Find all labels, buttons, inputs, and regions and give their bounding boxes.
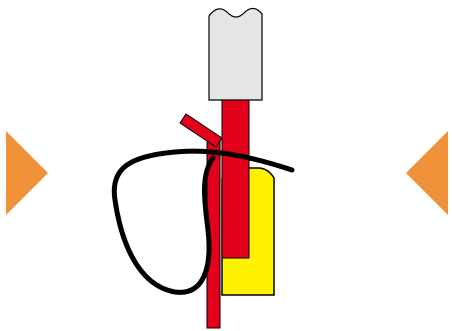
triangle-right-icon xyxy=(406,131,448,215)
red-angled-branch xyxy=(179,113,223,148)
wire-loop xyxy=(111,148,295,295)
triangle-left-icon xyxy=(6,131,48,215)
next-arrow-button[interactable] xyxy=(406,131,448,215)
previous-arrow-button[interactable] xyxy=(6,131,48,215)
red-main-bar xyxy=(221,99,250,259)
gray-pipe xyxy=(208,7,263,101)
